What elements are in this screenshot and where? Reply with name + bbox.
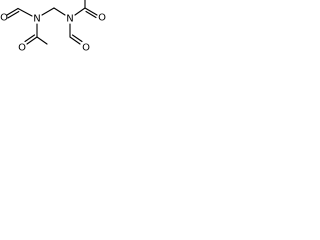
bond-ch2-n-right [53,7,66,16]
bond-acetyl-right-double-a [84,7,98,16]
bond-acetyl-left-methyl [36,36,48,45]
bond-n-right-acetyl [74,7,86,16]
bond-formyl-left-double-a [6,7,19,16]
bonds [6,0,98,45]
bond-acetyl-left-double-a [26,36,38,45]
atom-o-formyl-right: O [82,43,90,54]
bond-formyl-left-single [17,7,33,17]
bond-formyl-right-double-a [69,36,81,45]
atom-o-acetyl-right: O [98,13,106,24]
atom-n-right: N [66,14,73,25]
atom-o-acetyl-left: O [18,43,26,54]
bond-formyl-left-double-b [7,10,20,19]
bond-acetyl-left-double-b [24,34,36,43]
bond-formyl-right-double-b [71,34,83,43]
chemical-structure: O N N O O O [0,0,106,54]
atom-o-formyl-left: O [0,13,8,24]
atom-n-left: N [33,14,40,25]
bond-acetyl-right-double-b [85,10,97,19]
atom-labels: O N N O O O [0,13,106,54]
bond-n-left-ch2 [41,7,55,16]
